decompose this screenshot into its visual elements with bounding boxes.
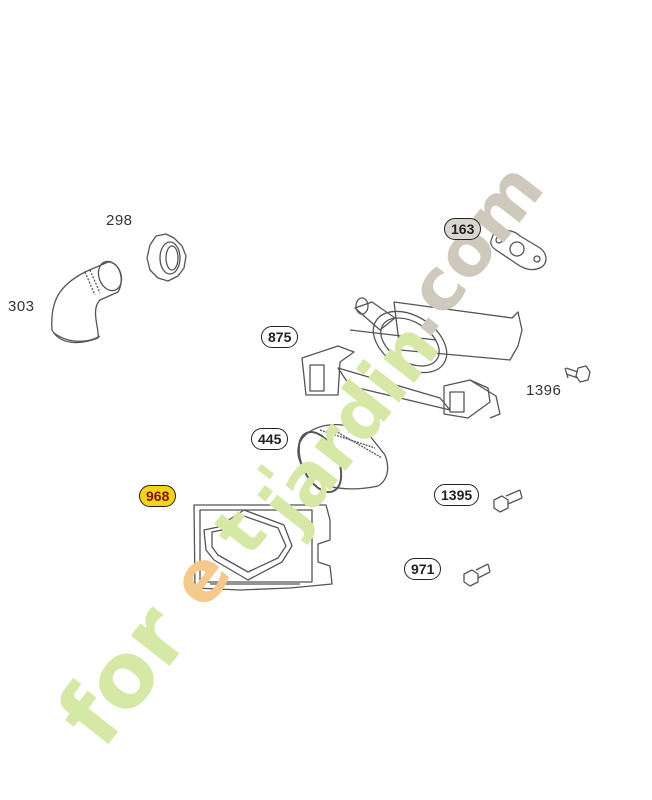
part-971-screw-drawing[interactable] — [463, 563, 491, 587]
part-298-nut-drawing[interactable] — [146, 233, 187, 282]
part-875-base-drawing[interactable] — [301, 297, 523, 419]
part-label-875[interactable]: 875 — [261, 326, 299, 348]
part-label-968-highlighted[interactable]: 968 — [139, 485, 177, 507]
part-label-445[interactable]: 445 — [251, 428, 289, 450]
part-label-1395[interactable]: 1395 — [434, 484, 480, 506]
part-445-filter-drawing[interactable] — [290, 424, 389, 499]
part-label-971[interactable]: 971 — [404, 558, 442, 580]
part-label-1396[interactable]: 1396 — [526, 382, 562, 399]
part-label-163[interactable]: 163 — [444, 218, 482, 240]
part-label-298[interactable]: 298 — [106, 212, 133, 229]
part-1395-screw-drawing[interactable] — [493, 489, 523, 513]
part-968-precleaner-drawing[interactable] — [193, 504, 333, 591]
part-303-elbow-hose-drawing[interactable] — [51, 258, 126, 344]
part-163-gasket-drawing[interactable] — [490, 229, 547, 271]
part-label-303[interactable]: 303 — [8, 298, 35, 315]
part-1396-screw-drawing[interactable] — [564, 365, 591, 383]
